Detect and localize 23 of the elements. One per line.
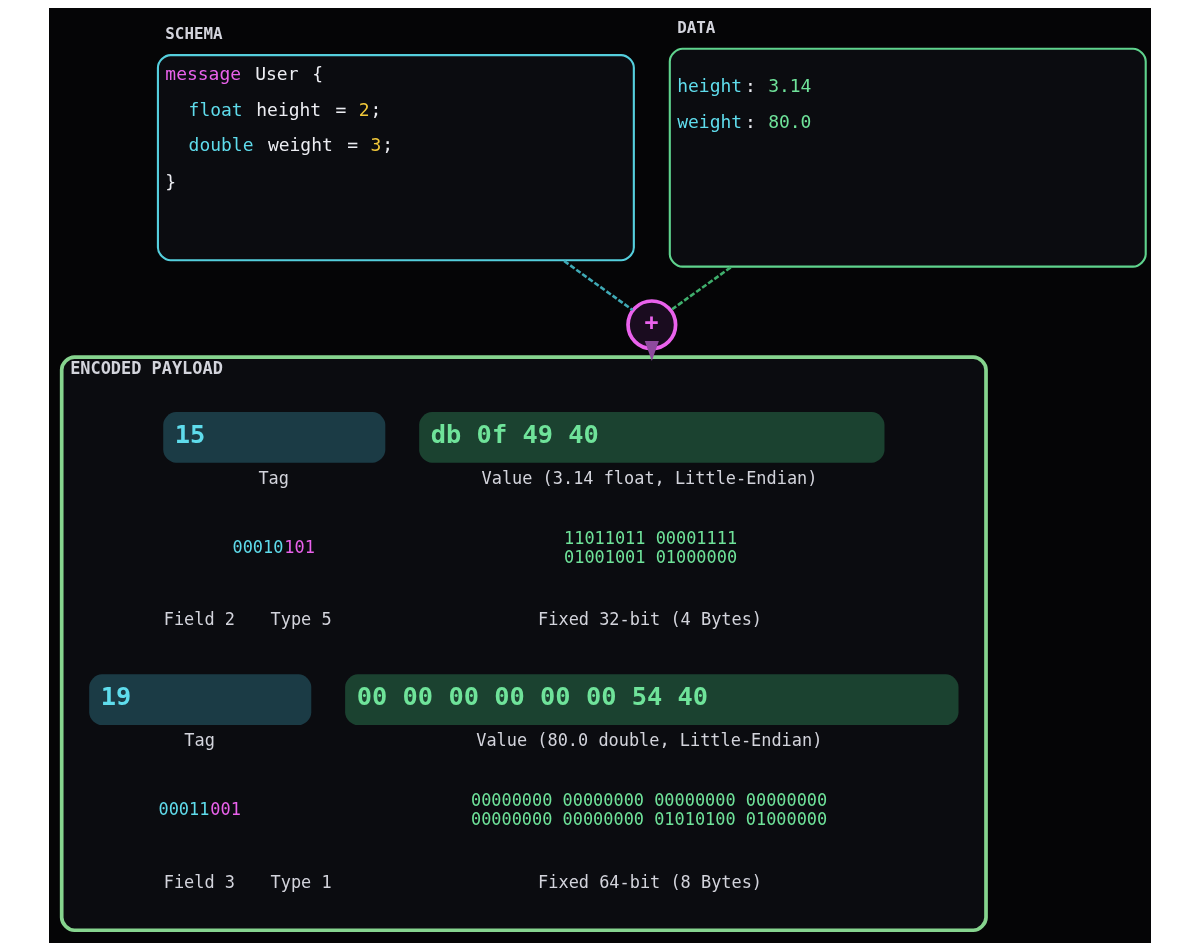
label: 00010101 (232, 536, 315, 557)
label: Fixed 64-bit (8 Bytes) (538, 871, 763, 892)
node-box: 00 00 00 00 00 00 54 40 (345, 674, 959, 726)
label: 00000000 00000000 00000000 00000000 00000000 00000000 01010100 01000000 (470, 790, 828, 830)
label: Type 5 (270, 609, 332, 630)
node-label: Value (3.14 float, Little-Endian) (481, 467, 818, 488)
label: 11011011 00001111 01001001 01000000 (564, 528, 738, 568)
node-box: 19 (89, 674, 312, 726)
node-label: DATA (677, 17, 716, 37)
arrow (644, 340, 659, 362)
node-label: Value (80.0 double, Little-Endian) (476, 730, 823, 751)
connector (563, 259, 634, 312)
label: Type 1 (270, 871, 332, 892)
node-label: Tag (258, 467, 289, 488)
label: Field 3 (163, 871, 235, 892)
node-label: SCHEMA (165, 24, 223, 44)
node-box: db 0f 49 40 (419, 412, 885, 463)
node-box: 15 (163, 412, 386, 463)
node-label: Tag (184, 730, 215, 751)
connector (670, 266, 732, 312)
label: Fixed 32-bit (4 Bytes) (538, 609, 763, 630)
label: 00011001 (158, 798, 241, 819)
label: Field 2 (163, 609, 235, 630)
